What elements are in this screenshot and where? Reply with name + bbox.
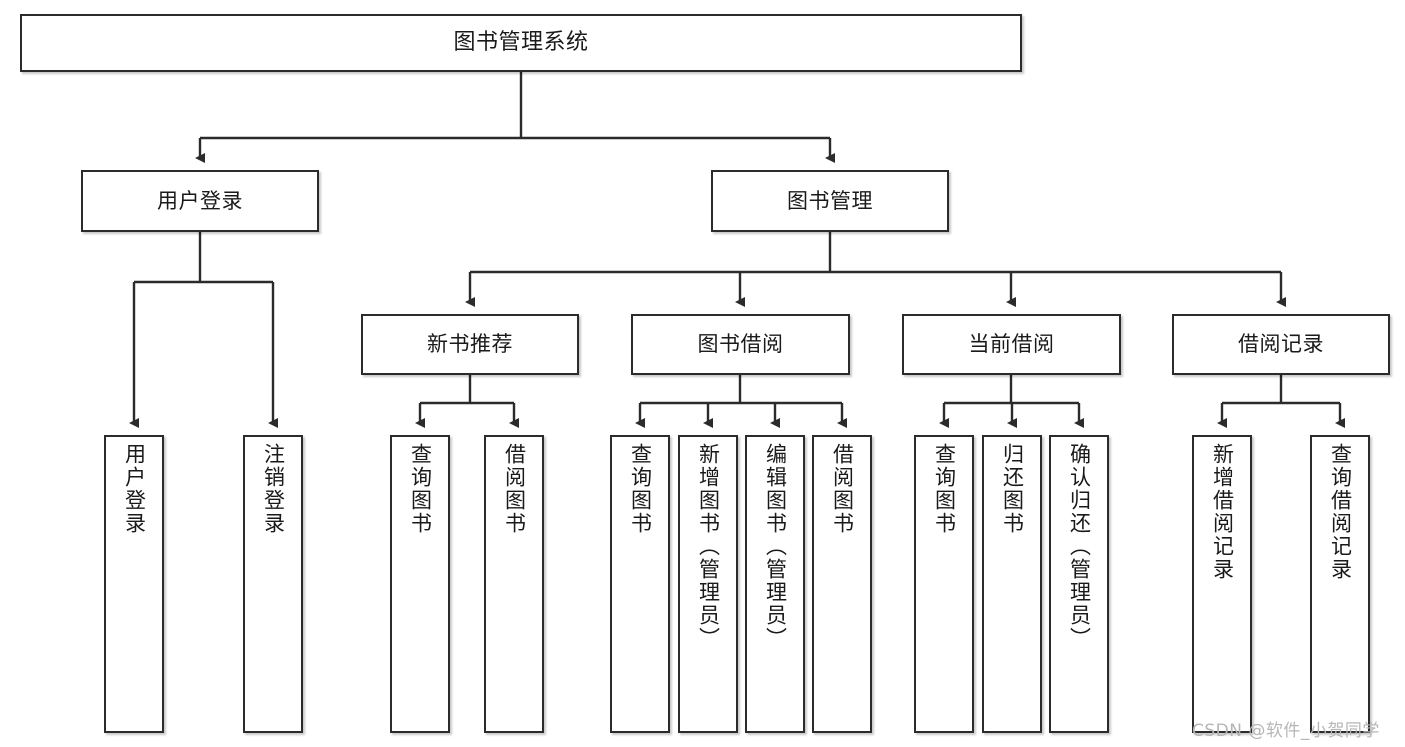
leaf-return-book[interactable]: 归还图书 [982, 435, 1042, 733]
leaf-borrow-book[interactable]: 借阅图书 [812, 435, 872, 733]
leaf-query-book-current[interactable]: 查询图书 [914, 435, 974, 733]
leaf-edit-book-admin-label: 编辑图书（管理员） [763, 443, 788, 650]
node-current-borrow[interactable]: 当前借阅 [902, 314, 1121, 375]
node-new-book-recommend[interactable]: 新书推荐 [361, 314, 579, 375]
leaf-query-book-borrow-label: 查询图书 [628, 443, 653, 535]
leaf-user-login[interactable]: 用户登录 [104, 435, 164, 733]
node-user-login-label: 用户登录 [157, 188, 243, 213]
node-book-management-label: 图书管理 [787, 188, 873, 213]
leaf-add-borrow-record-label: 新增借阅记录 [1210, 443, 1235, 581]
leaf-query-book-current-label: 查询图书 [932, 443, 957, 535]
leaf-query-borrow-record[interactable]: 查询借阅记录 [1310, 435, 1370, 733]
leaf-borrow-book-label: 借阅图书 [830, 443, 855, 535]
leaf-confirm-return-admin[interactable]: 确认归还（管理员） [1049, 435, 1109, 733]
leaf-edit-book-admin[interactable]: 编辑图书（管理员） [745, 435, 805, 733]
leaf-query-book-borrow[interactable]: 查询图书 [610, 435, 670, 733]
leaf-logout[interactable]: 注销登录 [243, 435, 303, 733]
leaf-borrow-book-recommend-label: 借阅图书 [502, 443, 527, 535]
leaf-return-book-label: 归还图书 [1000, 443, 1025, 535]
node-root-label: 图书管理系统 [453, 30, 589, 56]
node-borrow-record-label: 借阅记录 [1238, 332, 1324, 357]
leaf-query-borrow-record-label: 查询借阅记录 [1328, 443, 1353, 581]
node-book-borrow[interactable]: 图书借阅 [631, 314, 850, 375]
node-current-borrow-label: 当前借阅 [968, 332, 1055, 357]
node-book-management[interactable]: 图书管理 [711, 170, 949, 232]
leaf-query-book-recommend-label: 查询图书 [408, 443, 433, 535]
leaf-add-book-admin[interactable]: 新增图书（管理员） [678, 435, 738, 733]
leaf-borrow-book-recommend[interactable]: 借阅图书 [484, 435, 544, 733]
leaf-user-login-label: 用户登录 [122, 443, 147, 535]
node-root[interactable]: 图书管理系统 [20, 14, 1022, 72]
leaf-add-book-admin-label: 新增图书（管理员） [696, 443, 721, 650]
node-borrow-record[interactable]: 借阅记录 [1172, 314, 1390, 375]
node-user-login[interactable]: 用户登录 [81, 170, 319, 232]
node-new-book-recommend-label: 新书推荐 [427, 332, 513, 357]
leaf-confirm-return-admin-label: 确认归还（管理员） [1067, 443, 1092, 650]
leaf-logout-label: 注销登录 [261, 443, 286, 535]
leaf-query-book-recommend[interactable]: 查询图书 [390, 435, 450, 733]
leaf-add-borrow-record[interactable]: 新增借阅记录 [1192, 435, 1252, 733]
node-book-borrow-label: 图书借阅 [697, 332, 784, 357]
